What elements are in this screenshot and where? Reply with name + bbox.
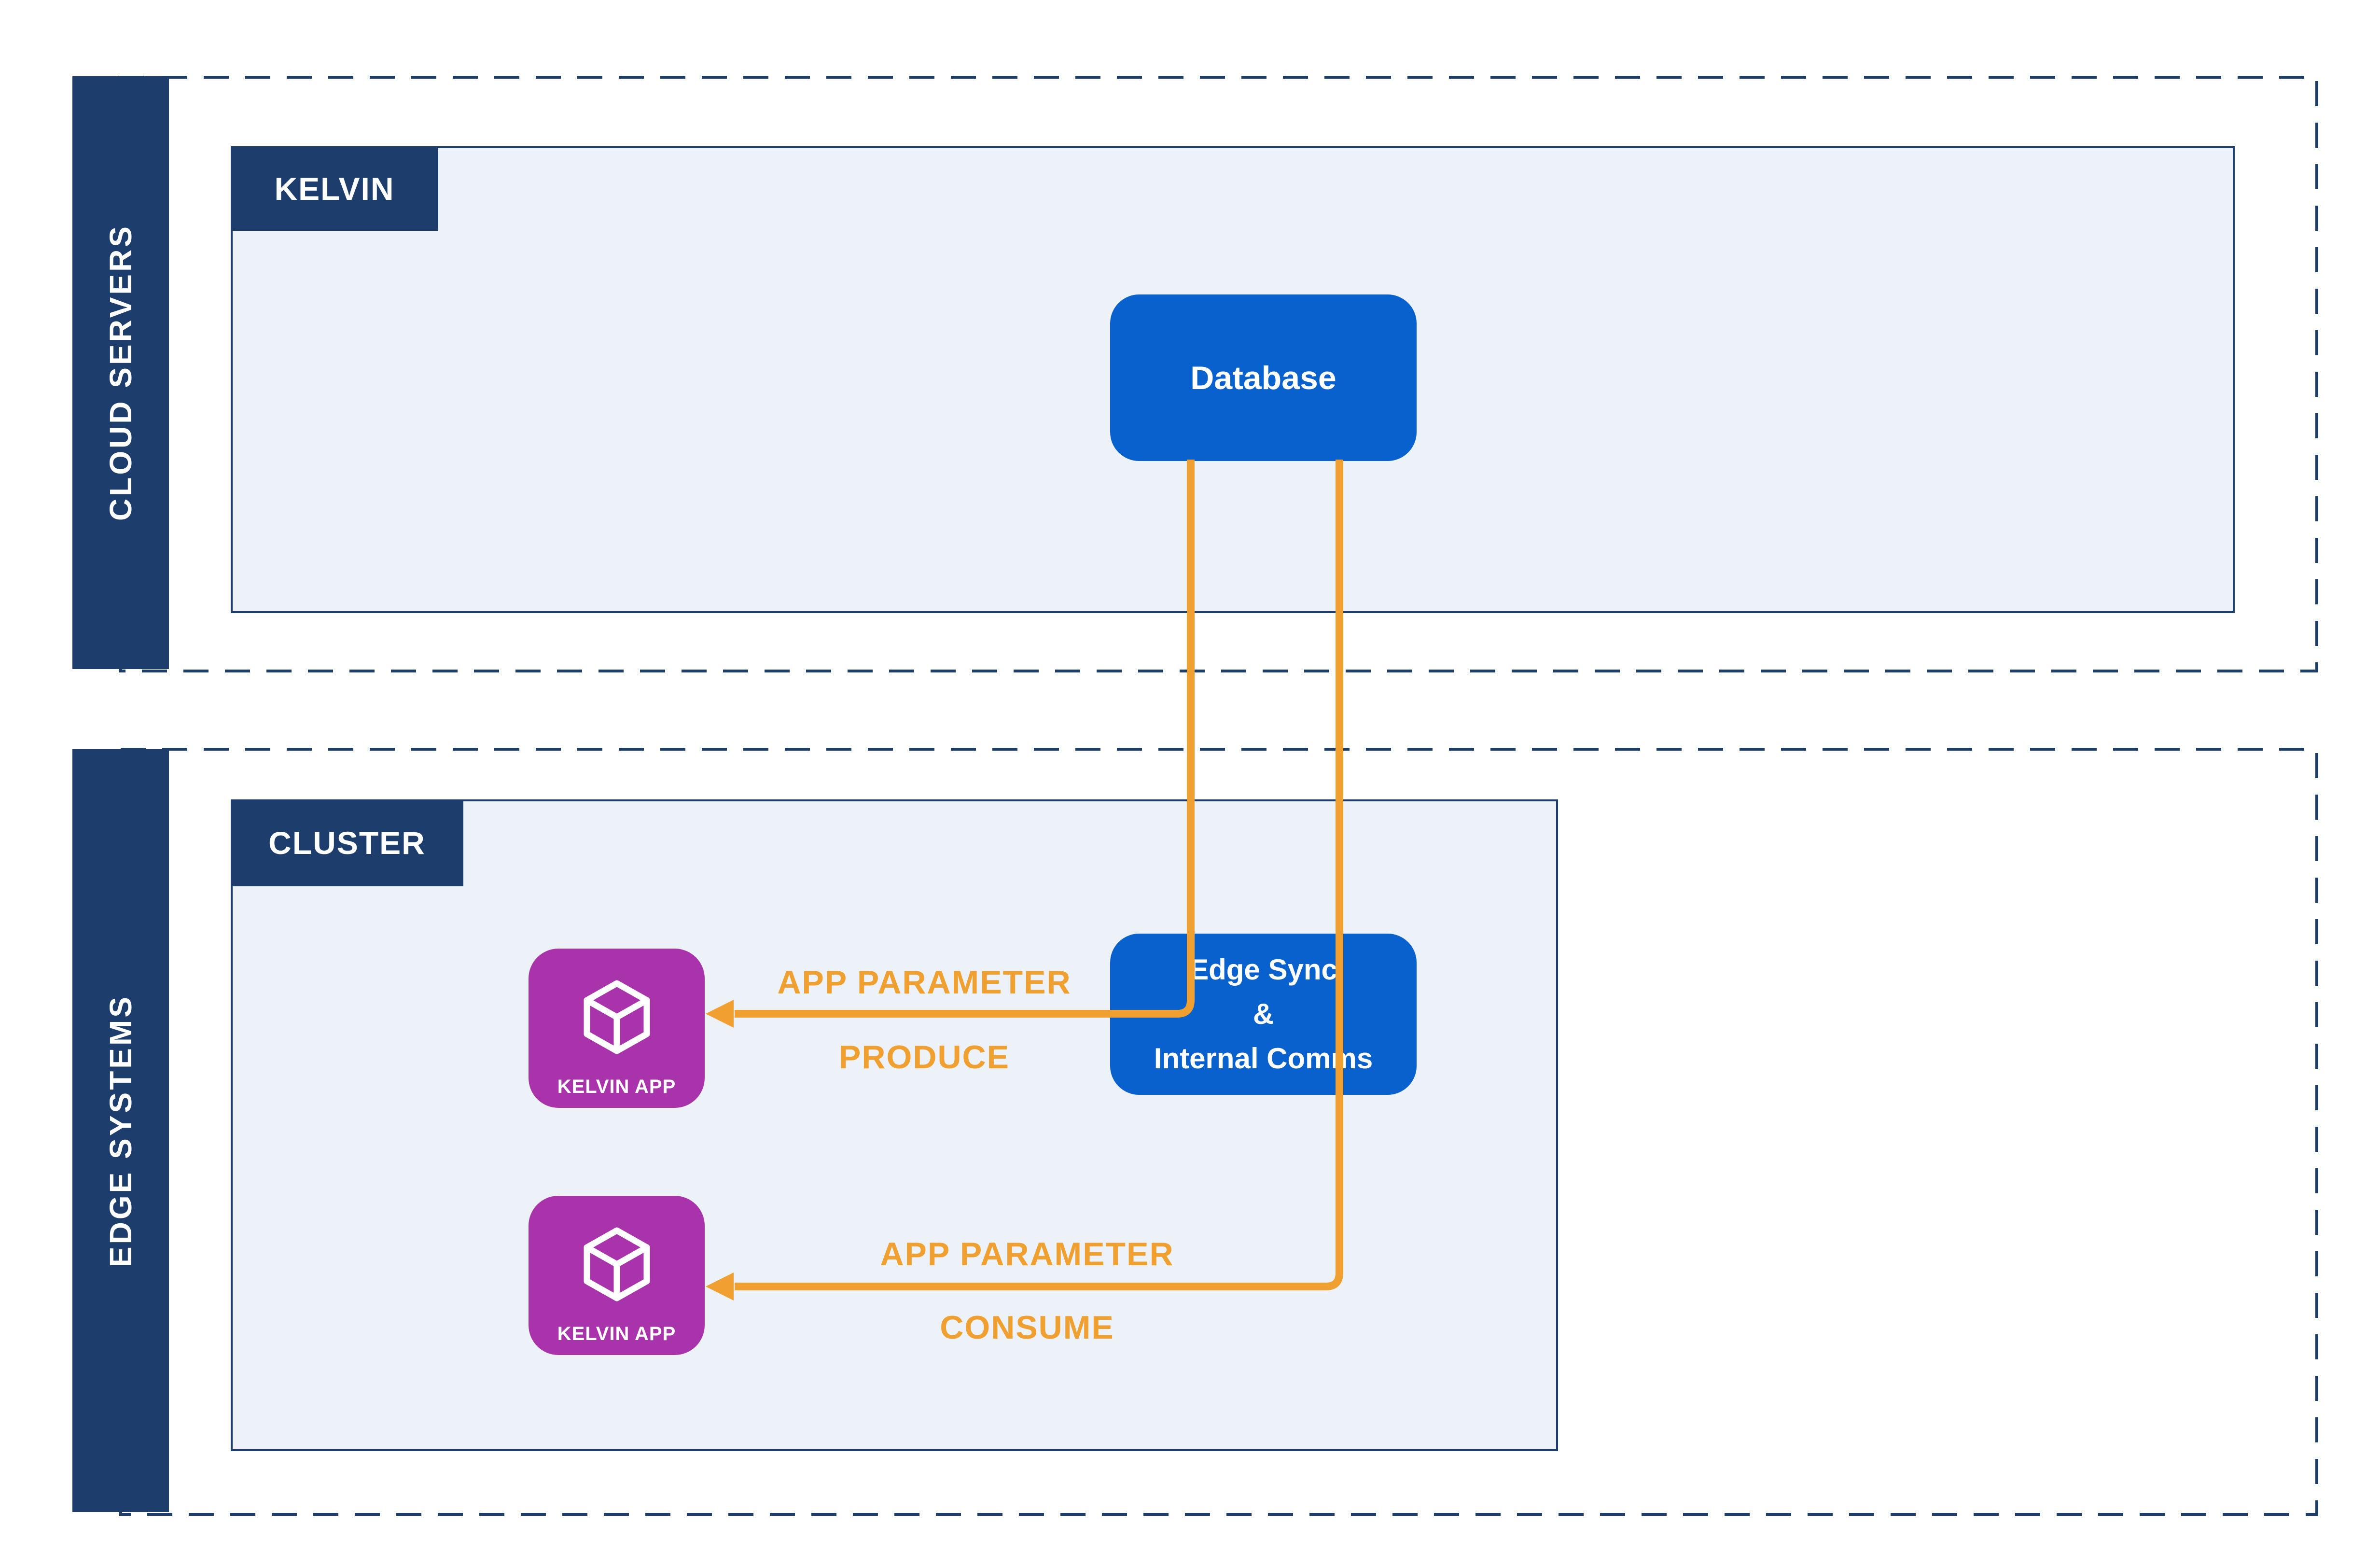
kelvin-app-label: KELVIN APP [557, 1323, 676, 1344]
kelvin-app-consume: KELVIN APP [529, 1196, 705, 1355]
cloud-servers-band: CLOUD SERVERS [72, 76, 169, 669]
database-node-label: Database [1190, 359, 1336, 396]
kelvin-app-produce: KELVIN APP [529, 949, 705, 1108]
database-node: Database [1110, 294, 1417, 461]
edge-sync-line3: Internal Comms [1154, 1042, 1373, 1075]
cloud-servers-label: CLOUD SERVERS [103, 224, 138, 521]
produce-flow-label-line1: APP PARAMETER [777, 964, 1072, 1001]
cluster-panel: CLUSTER [231, 799, 1558, 1451]
cluster-panel-title: CLUSTER [268, 825, 426, 861]
kelvin-panel-title: KELVIN [274, 170, 395, 207]
consume-flow-label-line2: CONSUME [940, 1309, 1114, 1346]
kelvin-panel-tab: KELVIN [231, 146, 438, 231]
consume-flow-label-line1: APP PARAMETER [880, 1236, 1174, 1272]
edge-sync-line2: & [1253, 998, 1274, 1030]
produce-flow-label-line2: PRODUCE [838, 1039, 1010, 1076]
edge-sync-line1: Edge Sync [1189, 953, 1337, 986]
edge-systems-label: EDGE SYSTEMS [103, 994, 138, 1267]
kelvin-app-label: KELVIN APP [557, 1076, 676, 1097]
cube-icon [584, 1227, 650, 1301]
cube-icon [584, 980, 650, 1054]
edge-systems-band: EDGE SYSTEMS [72, 749, 169, 1512]
edge-sync-node: Edge Sync & Internal Comms [1110, 934, 1417, 1095]
cluster-panel-tab: CLUSTER [231, 799, 463, 886]
